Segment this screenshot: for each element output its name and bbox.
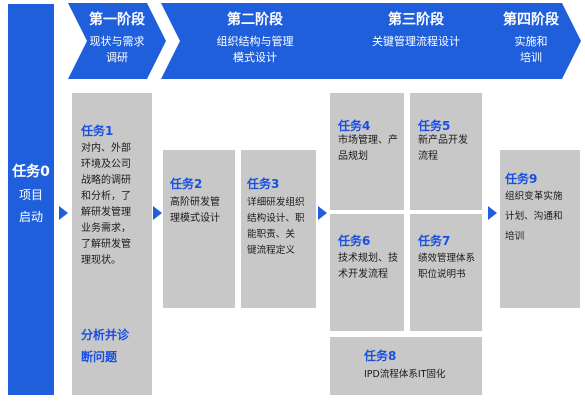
task-1-title: 任务1: [81, 124, 114, 138]
task-7-line: 职位说明书: [418, 269, 466, 280]
task-9-body: 组织变革实施 计划、沟通和 培训: [505, 187, 579, 247]
task-4-card: 任务4 市场管理、产 品规划: [330, 93, 404, 210]
task-7-card: 任务7 绩效管理体系 职位说明书: [410, 214, 482, 331]
task-8-line: IPD流程体系IT固化: [364, 369, 446, 380]
stage-3-title: 第三阶段: [388, 12, 444, 28]
task-3-body: 详细研发组织 结构设计、职 能职责、关 键流程定义: [247, 195, 315, 259]
stage-1-title: 第一阶段: [89, 12, 145, 28]
stage-2-chevron: [161, 3, 350, 79]
task-1-body: 对内、外部 环境及公司 战略的调研 和分析，了 解研发管理 业务需求， 了解研发…: [81, 141, 151, 269]
task-4-line: 品规划: [338, 151, 368, 162]
stage-2-subtitle-line: 模式设计: [233, 51, 277, 64]
task-7-body: 绩效管理体系 职位说明书: [418, 251, 482, 283]
task-1-line: 解研发管理: [81, 207, 131, 218]
task-9-line: 培训: [505, 231, 525, 242]
stage-1-subtitle: 现状与需求 调研: [80, 34, 154, 66]
task-5-line: 流程: [418, 151, 438, 162]
task-1-card: 任务1 对内、外部 环境及公司 战略的调研 和分析，了 解研发管理 业务需求， …: [72, 93, 152, 395]
flow-arrow-icon: [318, 206, 327, 220]
task-3-line: 详细研发组织: [247, 197, 305, 208]
stage-1-chevron: [68, 3, 166, 79]
task-1-line: 业务需求，: [81, 223, 131, 234]
stage-3-subtitle: 关键管理流程设计: [352, 34, 480, 50]
stage-4-title: 第四阶段: [503, 12, 559, 28]
stage-2-title: 第二阶段: [227, 12, 283, 28]
task-7-line: 绩效管理体系: [418, 253, 476, 264]
task-3-line: 能职责、关: [247, 229, 295, 240]
stage-2-subtitle-line: 组织结构与管理: [216, 35, 294, 48]
task-1-line: 和分析，了: [81, 191, 131, 202]
task-9-title: 任务9: [505, 172, 538, 186]
task-9-line: 组织变革实施: [505, 191, 563, 202]
task-3-title: 任务3: [247, 177, 280, 191]
task-1-line: 了解研发管: [81, 239, 131, 250]
task-2-line: 高阶研发管: [170, 197, 220, 208]
task-0-line: 项目: [18, 188, 43, 202]
task-5-body: 新产品开发 流程: [418, 133, 482, 165]
task-3-line: 键流程定义: [247, 245, 295, 256]
task-6-title: 任务6: [338, 234, 371, 248]
task-0-title: 任务0: [12, 164, 50, 180]
task-1-line: 理现状。: [81, 255, 121, 266]
task-0-line: 启动: [18, 210, 43, 224]
task-1-line: 对内、外部: [81, 143, 131, 154]
stage-banner: [68, 3, 581, 79]
task-3-line: 结构设计、职: [247, 213, 305, 224]
task-8-body: IPD流程体系IT固化: [364, 367, 480, 383]
stage-4-subtitle-line: 实施和: [514, 35, 548, 48]
stage-4-subtitle-line: 培训: [520, 51, 542, 64]
task-6-line: 术开发流程: [338, 269, 388, 280]
task-4-title: 任务4: [338, 119, 371, 133]
task-2-line: 理模式设计: [170, 213, 220, 224]
task-4-body: 市场管理、产 品规划: [338, 133, 404, 165]
task-1-footer-line: 分析并诊: [81, 328, 130, 342]
task-7-title: 任务7: [418, 234, 451, 248]
stage-4-subtitle: 实施和 培训: [495, 34, 567, 66]
flow-arrow-icon: [488, 206, 497, 220]
stage-1-subtitle-line: 调研: [106, 51, 128, 64]
task-1-line: 环境及公司: [81, 159, 131, 170]
task-6-body: 技术规划、技 术开发流程: [338, 251, 404, 283]
stage-1-subtitle-line: 现状与需求: [89, 35, 145, 48]
task-2-card: 任务2 高阶研发管 理模式设计: [163, 150, 235, 308]
stage-3-subtitle-line: 关键管理流程设计: [372, 35, 460, 48]
stage-4-chevron: [478, 3, 581, 79]
task-5-title: 任务5: [418, 119, 451, 133]
task-1-line: 战略的调研: [81, 175, 131, 186]
task-0-start-box: 任务0 项目 启动: [8, 4, 54, 395]
stage-3-chevron: [327, 3, 501, 79]
task-2-body: 高阶研发管 理模式设计: [170, 195, 234, 227]
task-6-line: 技术规划、技: [338, 253, 398, 264]
task-5-line: 新产品开发: [418, 135, 468, 146]
task-1-footer-line: 断问题: [81, 350, 118, 364]
stage-2-subtitle: 组织结构与管理 模式设计: [188, 34, 322, 66]
task-2-title: 任务2: [170, 177, 203, 191]
task-8-card: 任务8 IPD流程体系IT固化: [330, 337, 482, 395]
task-5-card: 任务5 新产品开发 流程: [410, 93, 482, 210]
task-1-footer: 分析并诊 断问题: [81, 324, 129, 368]
task-9-line: 计划、沟通和: [505, 211, 563, 222]
task-8-title: 任务8: [364, 349, 397, 363]
task-3-card: 任务3 详细研发组织 结构设计、职 能职责、关 键流程定义: [241, 150, 316, 308]
flow-arrow-icon: [153, 206, 162, 220]
task-4-line: 市场管理、产: [338, 135, 398, 146]
flow-arrow-icon: [59, 206, 68, 220]
task-6-card: 任务6 技术规划、技 术开发流程: [330, 214, 404, 331]
task-9-card: 任务9 组织变革实施 计划、沟通和 培训: [500, 150, 580, 308]
